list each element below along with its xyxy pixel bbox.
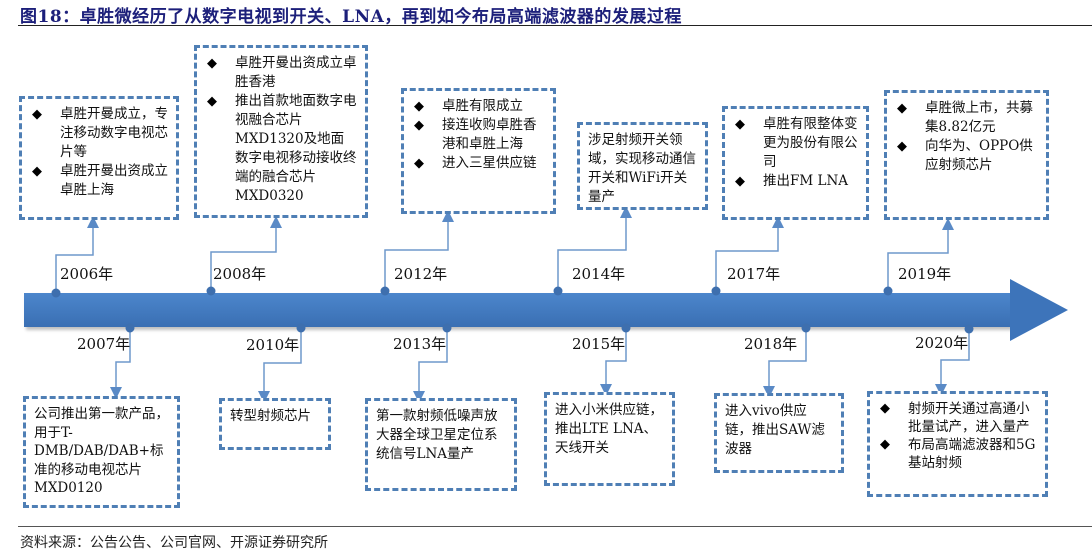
event-box-2010: 转型射频芯片 xyxy=(219,398,331,450)
diamond-bullet-icon: ◆ xyxy=(207,94,217,109)
year-label-2012: 2012年 xyxy=(394,265,448,283)
year-label-2017: 2017年 xyxy=(727,265,781,283)
diamond-bullet-icon: ◆ xyxy=(897,101,907,116)
year-label-2007: 2007年 xyxy=(77,335,131,353)
year-label-2020: 2020年 xyxy=(915,334,969,352)
diamond-bullet-icon: ◆ xyxy=(414,99,424,114)
year-label-2015: 2015年 xyxy=(572,335,626,353)
diamond-bullet-icon: ◆ xyxy=(880,401,890,416)
source-note: 资料来源：公告公告、公司官网、开源证券研究所 xyxy=(20,535,328,551)
event-box-2012: ◆卓胜有限成立 ◆接连收购卓胜香港和卓胜上海 ◆进入三星供应链 xyxy=(401,88,556,214)
event-box-2008: ◆卓胜开曼出资成立卓胜香港 ◆推出首款地面数字电视融合芯片MXD1320及地面数… xyxy=(194,45,368,218)
event-item: ◆进入三星供应链 xyxy=(414,155,537,171)
event-item: ◆布局高端滤波器和5G基站射频 xyxy=(880,437,1036,471)
event-box-2014: 涉足射频开关领域，实现移动通信开关和WiFi开关量产 xyxy=(577,122,708,210)
diamond-bullet-icon: ◆ xyxy=(32,164,42,179)
event-box-2006: ◆卓胜开曼成立，专注移动数字电视芯片等 ◆卓胜开曼出资成立卓胜上海 xyxy=(19,96,179,220)
timeline-arrow-head-icon xyxy=(1010,279,1068,341)
event-item: ◆向华为、OPPO供应射频芯片 xyxy=(897,138,1033,173)
event-box-2017: ◆卓胜有限整体变更为股份有限公司 ◆推出FM LNA xyxy=(722,106,869,220)
diamond-bullet-icon: ◆ xyxy=(32,107,42,122)
event-box-2007: 公司推出第一款产品，用于T-DMB/DAB/DAB+标准的移动电视芯片MXD01… xyxy=(23,396,180,508)
year-label-2008: 2008年 xyxy=(213,265,267,283)
diamond-bullet-icon: ◆ xyxy=(414,156,424,171)
year-label-2014: 2014年 xyxy=(572,265,626,283)
year-label-2013: 2013年 xyxy=(393,335,447,353)
event-box-2013: 第一款射频低噪声放大器全球卫星定位系统信号LNA量产 xyxy=(365,398,517,491)
diamond-bullet-icon: ◆ xyxy=(735,174,745,189)
figure-title: 图18：卓胜微经历了从数字电视到开关、LNA，再到如今布局高端滤波器的发展过程 xyxy=(20,7,682,27)
event-item: ◆推出首款地面数字电视融合芯片MXD1320及地面数字电视移动接收终端的融合芯片… xyxy=(207,93,357,204)
title-divider xyxy=(18,25,1092,26)
event-item: ◆卓胜有限成立 xyxy=(414,98,523,114)
diamond-bullet-icon: ◆ xyxy=(735,117,745,132)
event-item: ◆卓胜开曼成立，专注移动数字电视芯片等 xyxy=(32,106,168,160)
diamond-bullet-icon: ◆ xyxy=(880,437,890,452)
diamond-bullet-icon: ◆ xyxy=(897,139,907,154)
year-label-2006: 2006年 xyxy=(60,265,114,283)
event-box-2015: 进入小米供应链，推出LTE LNA、天线开关 xyxy=(544,392,675,486)
event-item: ◆射频开关通过高通小批量试产，进入量产 xyxy=(880,401,1030,435)
event-item: ◆接连收购卓胜香港和卓胜上海 xyxy=(414,117,537,152)
footer-divider xyxy=(18,526,1092,527)
event-item: ◆卓胜微上市，共募集8.82亿元 xyxy=(897,100,1033,135)
year-label-2019: 2019年 xyxy=(898,265,952,283)
diamond-bullet-icon: ◆ xyxy=(207,56,217,71)
event-box-2019: ◆卓胜微上市，共募集8.82亿元 ◆向华为、OPPO供应射频芯片 xyxy=(884,90,1049,220)
event-item: ◆卓胜有限整体变更为股份有限公司 xyxy=(735,116,858,170)
timeline-axis-bar xyxy=(24,293,1024,327)
event-box-2018: 进入vivo供应链，推出SAW滤波器 xyxy=(714,393,844,473)
event-item: ◆卓胜开曼出资成立卓胜上海 xyxy=(32,163,168,198)
year-label-2010: 2010年 xyxy=(246,336,300,354)
year-label-2018: 2018年 xyxy=(744,335,798,353)
event-item: ◆卓胜开曼出资成立卓胜香港 xyxy=(207,55,357,90)
event-item: ◆推出FM LNA xyxy=(735,173,849,189)
diamond-bullet-icon: ◆ xyxy=(414,118,424,133)
event-box-2020: ◆射频开关通过高通小批量试产，进入量产 ◆布局高端滤波器和5G基站射频 xyxy=(867,391,1048,497)
